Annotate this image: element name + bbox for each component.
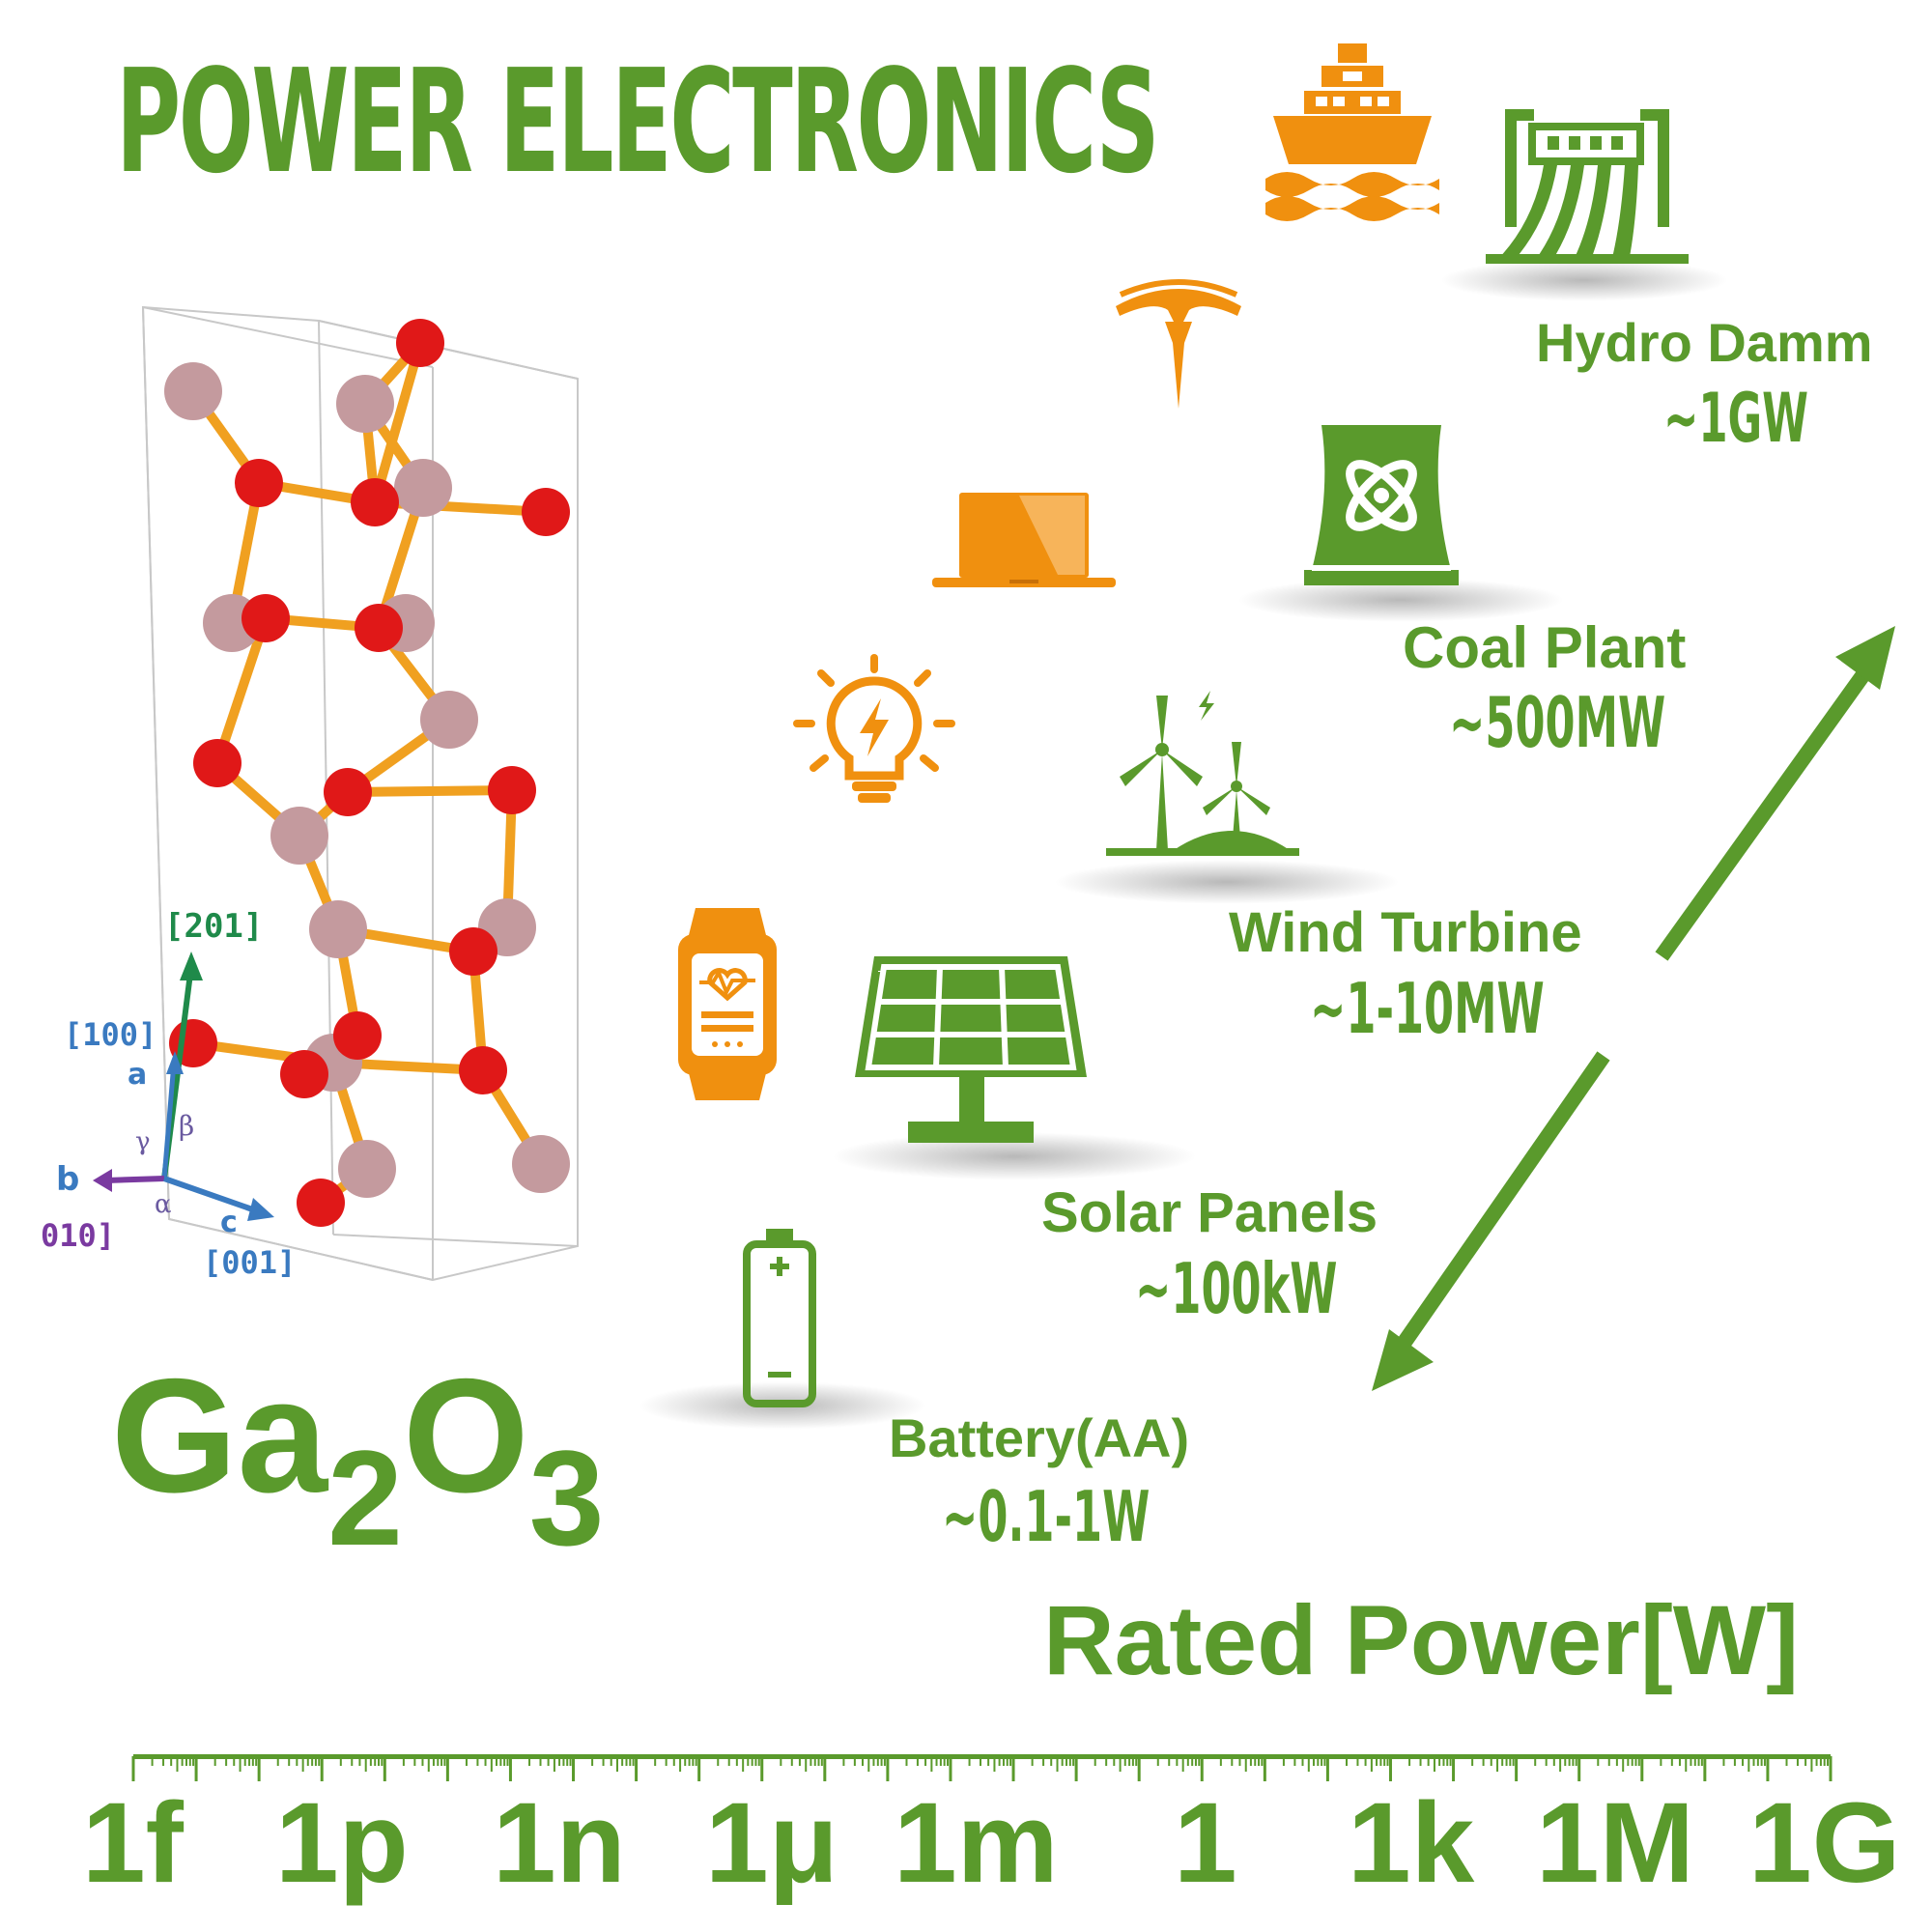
oxygen-atom [333, 1011, 382, 1060]
ruler-baseline [133, 1754, 1831, 1759]
oxygen-atom [351, 478, 399, 526]
oxygen-atom [235, 459, 283, 507]
battery-power: ~0.1-1W [942, 1476, 1151, 1557]
gallium-atom [164, 362, 222, 420]
formula-sub-2: 2 [327, 1422, 403, 1574]
hydro-power: ~1GW [1663, 379, 1809, 458]
battery-name: Battery(AA) [889, 1407, 1190, 1468]
formula-o: O [402, 1345, 529, 1526]
gallium-atom [338, 1140, 396, 1198]
wind-shadow [1053, 860, 1401, 904]
formula-sub-3: 3 [528, 1422, 605, 1574]
coal-plant-icon [1304, 425, 1459, 585]
axis-tick-label: 1M [1536, 1779, 1694, 1907]
oxygen-atom [488, 766, 536, 814]
oxygen-atom [522, 488, 570, 536]
axis-tick-label: 1f [82, 1779, 184, 1907]
page-title: POWER ELECTRONICS [116, 39, 1160, 205]
gallium-atom [309, 900, 367, 958]
crystal-bond [370, 338, 425, 507]
axis-tick-label: 1n [493, 1779, 626, 1907]
hydro-dam-icon [1486, 109, 1689, 264]
battery-icon [743, 1229, 816, 1407]
axis-triad [93, 952, 274, 1221]
axis-title: Rated Power[W] [1043, 1585, 1800, 1695]
coal-power: ~500MW [1449, 682, 1666, 763]
axis-tick-label: 1p [275, 1779, 409, 1907]
axis-tick-label: 1G [1748, 1779, 1901, 1907]
axis-100-label: [100] [64, 1016, 156, 1053]
oxygen-atom [459, 1046, 507, 1094]
crystal-bond [343, 785, 517, 797]
axis-beta-label: β [179, 1110, 194, 1142]
axis-tick-label: 1 [1174, 1779, 1237, 1907]
gallium-atom [270, 807, 328, 865]
smartwatch-icon [678, 908, 777, 1100]
solar-name: Solar Panels [1041, 1181, 1378, 1244]
tesla-icon [1116, 279, 1241, 409]
coal-name: Coal Plant [1403, 615, 1687, 680]
hydro-name: Hydro Damm [1536, 312, 1873, 373]
power-scale-ruler [131, 1754, 1833, 1781]
lightbulb-icon [793, 654, 955, 803]
axis-b-label: b [56, 1160, 79, 1199]
axis-010-label: 010] [41, 1217, 115, 1254]
gallium-atom [420, 691, 478, 749]
axis-tick-label: 1k [1348, 1779, 1475, 1907]
formula-ga: Ga [111, 1345, 328, 1526]
crystal-bond [213, 613, 270, 768]
axis-a-label: a [128, 1058, 147, 1092]
oxygen-atom [280, 1050, 328, 1098]
hydro-shadow [1439, 259, 1729, 301]
gallium-atom [336, 375, 394, 433]
wind-turbine-icon [1106, 691, 1299, 856]
oxygen-atom [324, 768, 372, 816]
wind-power: ~1-10MW [1310, 968, 1545, 1049]
oxygen-atom [242, 594, 290, 642]
axis-001-label: [001] [203, 1244, 296, 1281]
axis-tick-label: 1m [894, 1779, 1059, 1907]
ship-icon [1265, 43, 1439, 221]
axis-tick-label: 1μ [705, 1779, 838, 1907]
oxygen-atom [449, 927, 497, 976]
axis-201-label: [201] [164, 907, 263, 946]
solar-panel-icon [855, 956, 1087, 1143]
gallium-atom [512, 1135, 570, 1193]
wind-name: Wind Turbine [1229, 901, 1582, 964]
gallium-atom [394, 459, 452, 517]
oxygen-atom [193, 739, 242, 787]
oxygen-atom [297, 1179, 345, 1227]
axis-gamma-label: γ [135, 1127, 151, 1156]
laptop-icon [932, 493, 1116, 587]
axis-alpha-label: α [155, 1190, 172, 1219]
oxygen-atom [355, 604, 403, 652]
axis-c-label: c [220, 1206, 238, 1239]
formula-ga2o3: Ga2O3 [111, 1343, 605, 1574]
oxygen-atom [396, 319, 444, 367]
solar-power: ~100kW [1135, 1248, 1338, 1329]
